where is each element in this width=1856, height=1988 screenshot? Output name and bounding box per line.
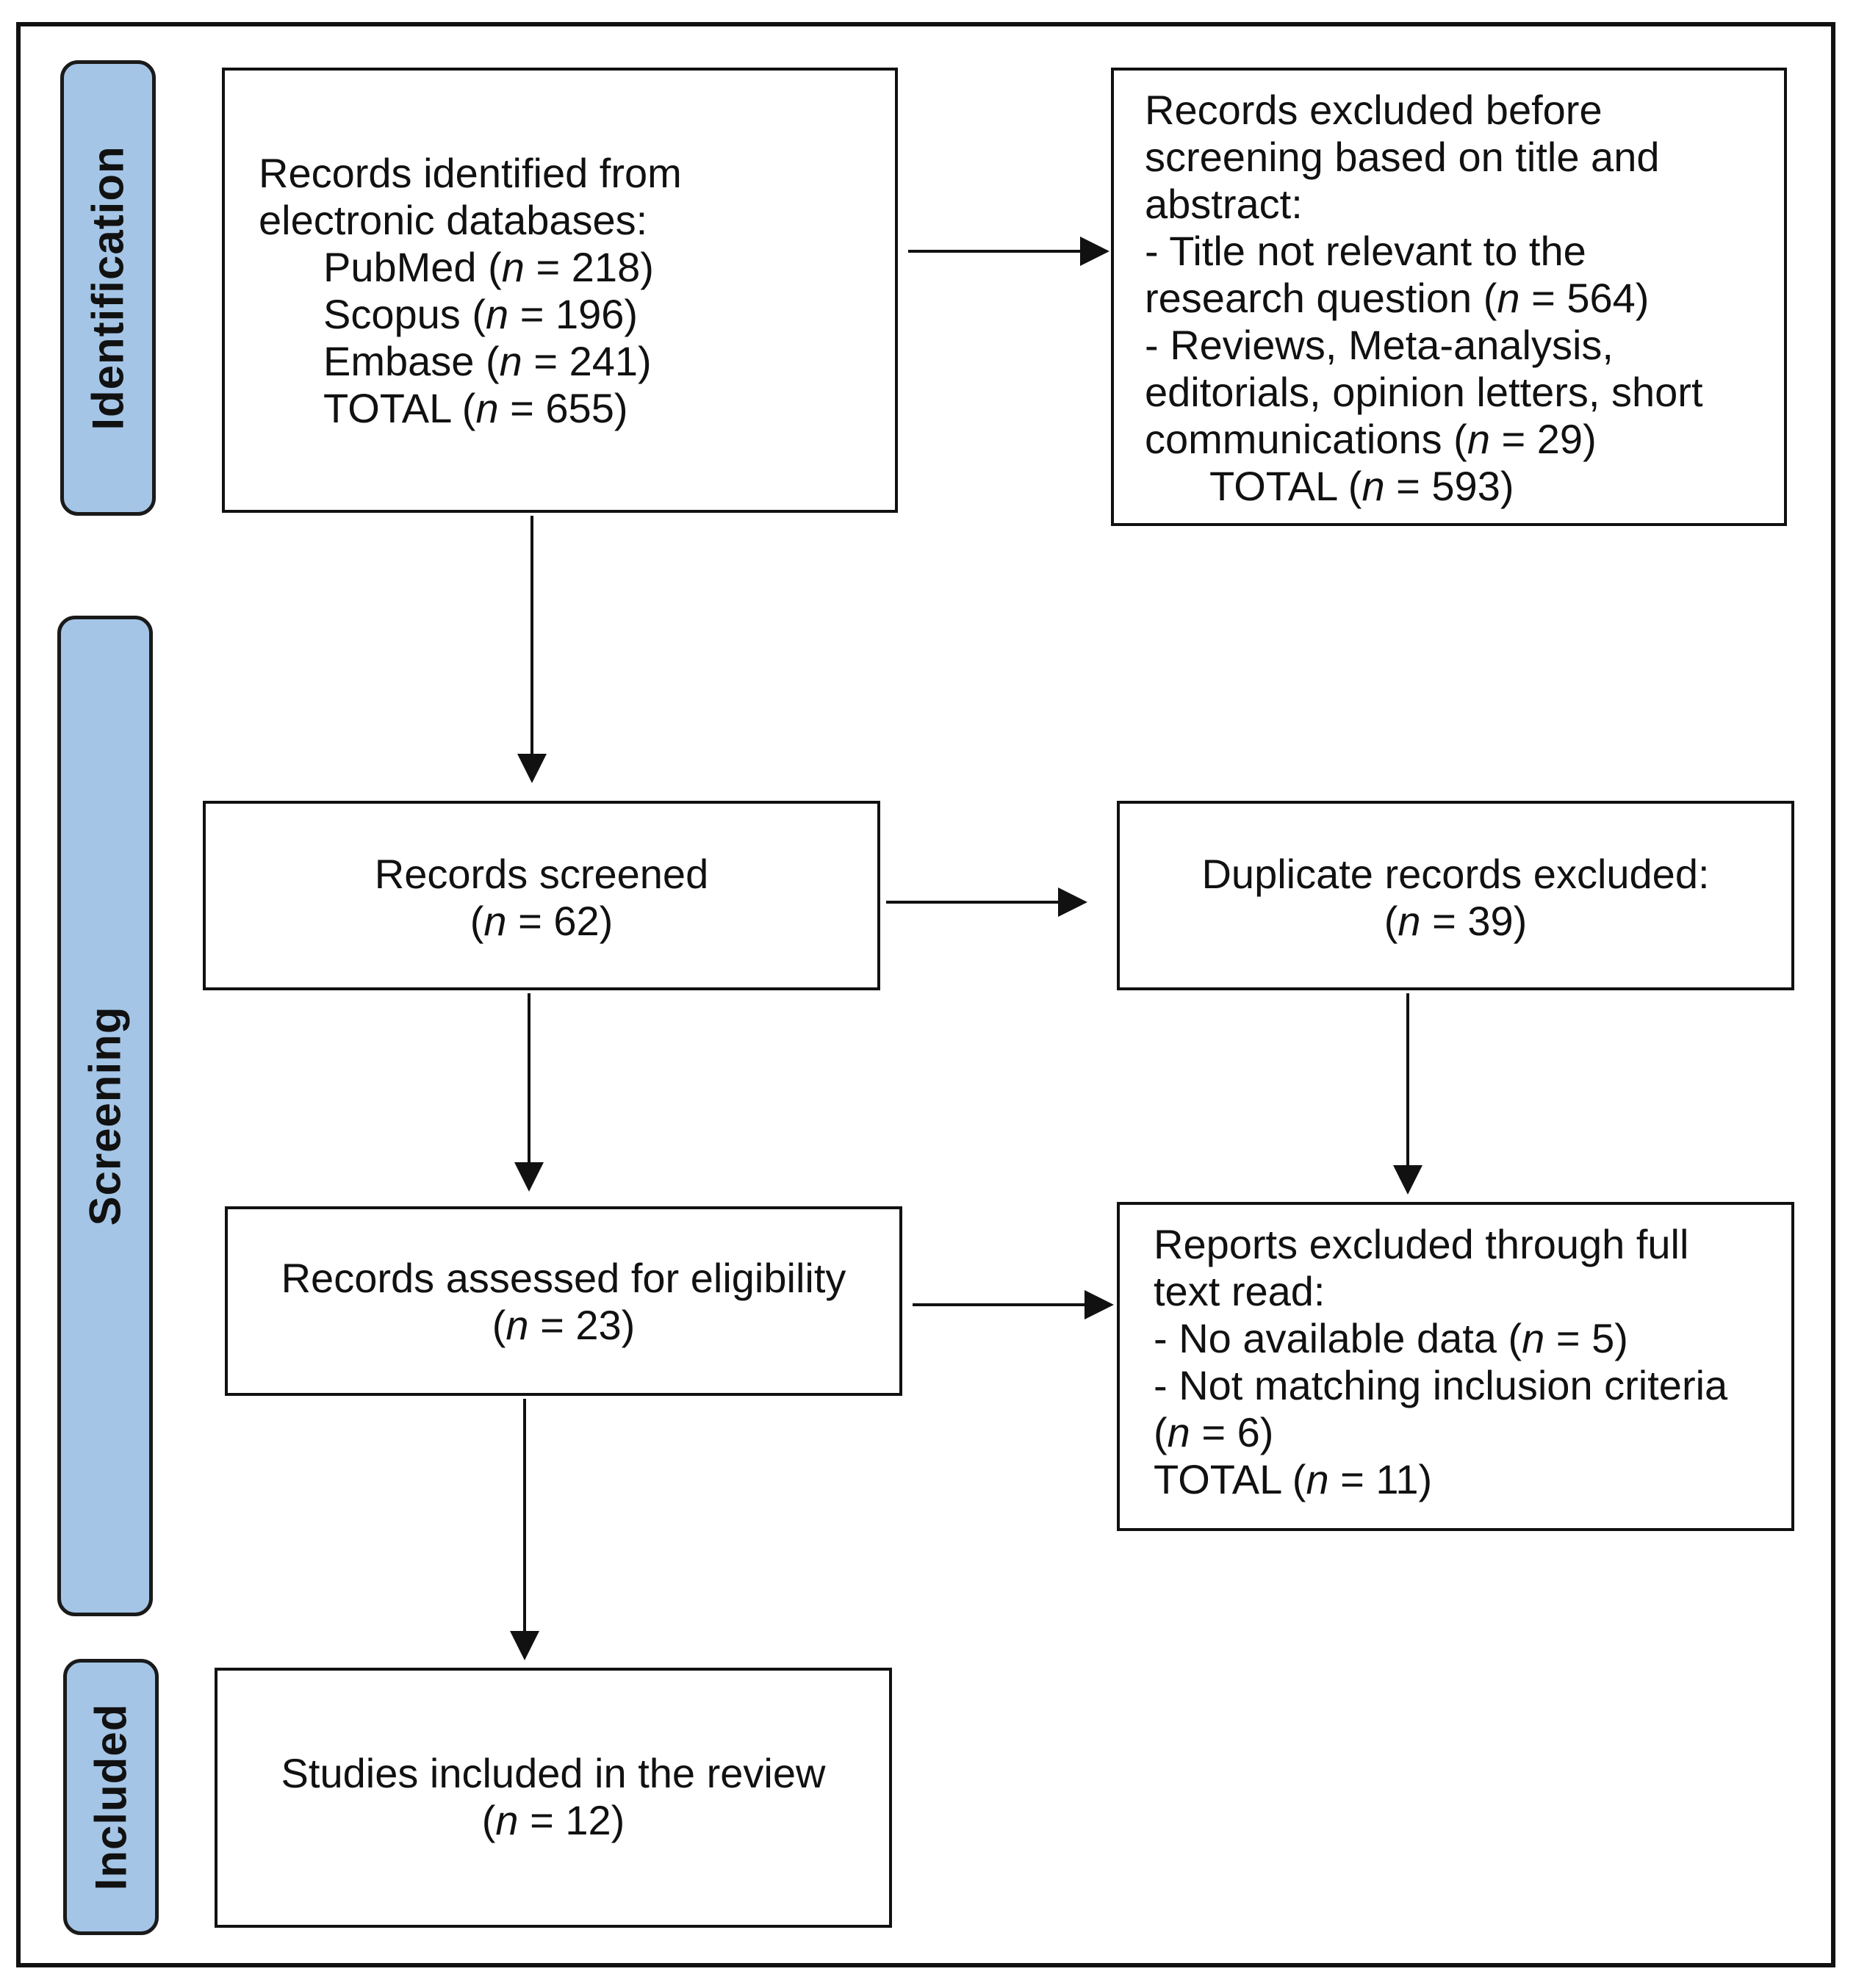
phase-screening: Screening	[57, 616, 153, 1616]
phase-identification: Identification	[60, 60, 156, 516]
eligibility-text: Records assessed for eligibility (n = 23…	[281, 1255, 846, 1348]
reports-excluded-text: Reports excluded through full text read:…	[1154, 1221, 1728, 1502]
diagram-frame	[16, 22, 1835, 1967]
duplicates-text: Duplicate records excluded: (n = 39)	[1201, 851, 1710, 944]
box-records-identified: Records identified from electronic datab…	[222, 68, 898, 513]
screened-text: Records screened (n = 62)	[374, 851, 709, 944]
identified-text: Records identified from electronic datab…	[259, 150, 682, 431]
included-text: Studies included in the review (n = 12)	[281, 1750, 826, 1843]
box-studies-included: Studies included in the review (n = 12)	[215, 1668, 892, 1928]
box-records-assessed-eligibility: Records assessed for eligibility (n = 23…	[225, 1206, 902, 1396]
phase-included: Included	[63, 1659, 159, 1935]
excluded-before-text: Records excluded before screening based …	[1145, 87, 1703, 509]
box-duplicate-records-excluded: Duplicate records excluded: (n = 39)	[1117, 801, 1794, 990]
box-records-screened: Records screened (n = 62)	[203, 801, 880, 990]
box-records-excluded-before-screening: Records excluded before screening based …	[1111, 68, 1787, 526]
box-reports-excluded-full-text: Reports excluded through full text read:…	[1117, 1202, 1794, 1531]
